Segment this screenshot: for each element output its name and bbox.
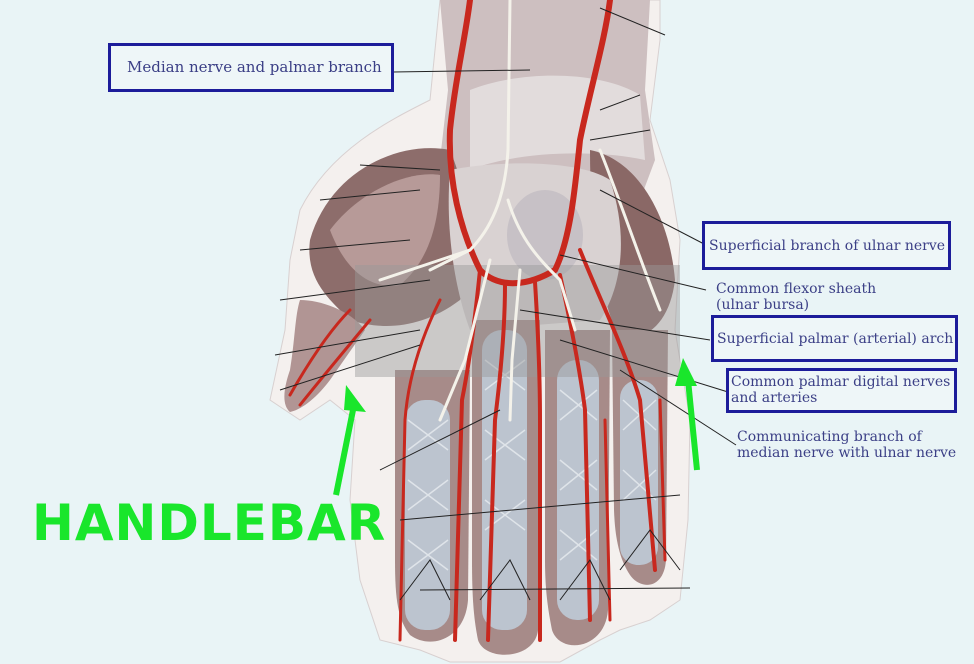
label-median-nerve: Median nerve and palmar branch [127,59,382,75]
label-flexor-sheath-line1: Common flexor sheath [716,281,876,297]
label-digital-nerves-line2: and arteries [731,390,817,406]
label-superficial-ulnar: Superficial branch of ulnar nerve [709,238,945,254]
tendon-ring [557,360,599,620]
label-digital-nerves-line1: Common palmar digital nerves [731,374,950,390]
label-flexor-sheath-line2: (ulnar bursa) [716,297,809,313]
label-communicating-line2: median nerve with ulnar nerve [737,445,956,461]
label-palmar-arch: Superficial palmar (arterial) arch [717,331,953,347]
handlebar-annotation: HANDLEBAR [32,494,386,552]
label-communicating-line1: Communicating branch of [737,429,922,445]
